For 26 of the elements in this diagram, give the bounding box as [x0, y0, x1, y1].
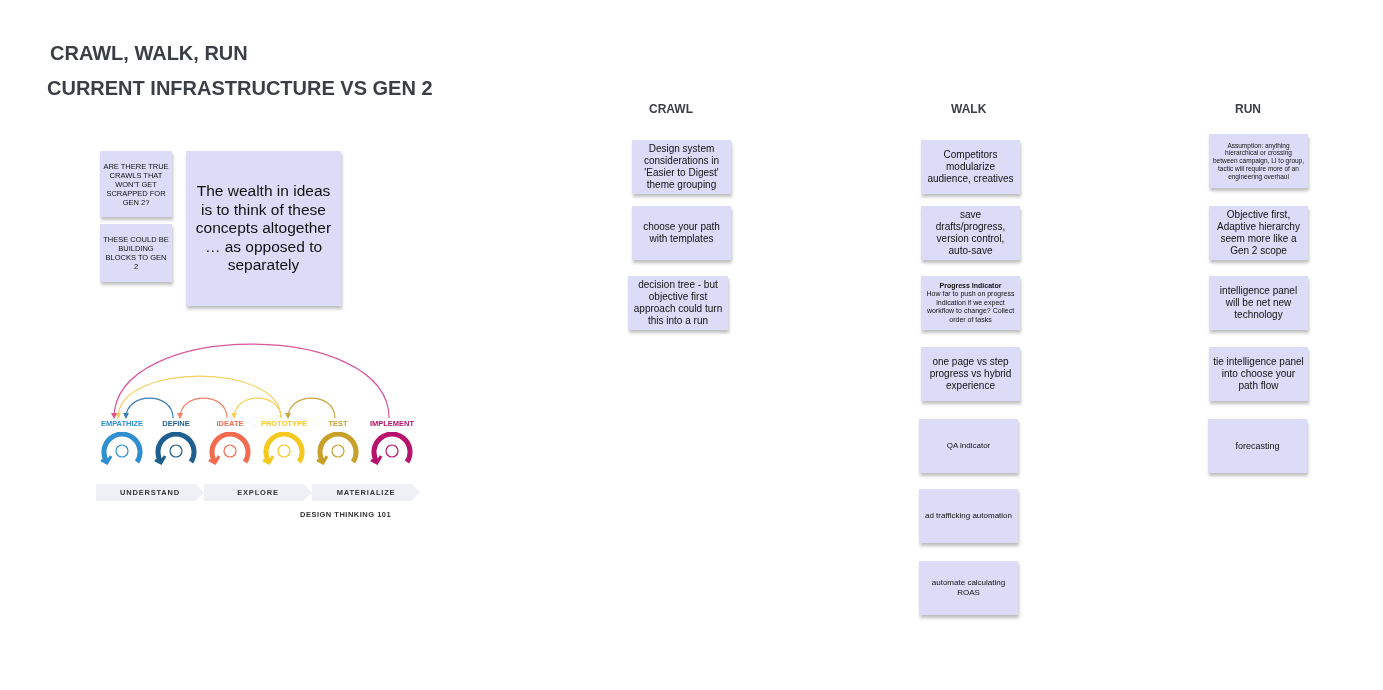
column-heading: WALK	[951, 102, 987, 116]
arrow	[231, 397, 282, 419]
arrow	[285, 397, 336, 419]
sticky-note: QA indicator	[919, 419, 1018, 473]
arrow	[177, 397, 228, 419]
sticky-note: intelligence panel will be net new technology	[1209, 276, 1308, 330]
sticky-note: ad trafficking automation	[919, 489, 1018, 543]
sticky-note	[921, 276, 1020, 330]
sticky-note: Objective first, Adaptive hierarchy seem more like a Gen 2 scope	[1209, 206, 1308, 260]
arrow	[116, 375, 282, 419]
sticky-note: The wealth in ideas is to think of these concepts altogether … as opposed to separately	[186, 151, 341, 306]
arrow	[112, 343, 390, 419]
arrow	[123, 397, 174, 419]
title: CRAWL, WALK, RUN	[50, 42, 248, 65]
sticky-note: choose your path with templates	[632, 206, 731, 260]
page-subtitle: CURRENT INFRASTRUCTURE VS GEN 2	[47, 77, 433, 100]
sticky-note: Design system considerations in 'Easier to Digest' theme grouping	[632, 140, 731, 194]
sticky-note: decision tree - but objective first approach could turn this into a run	[628, 276, 728, 330]
column-heading: RUN	[1235, 102, 1261, 116]
column-heading: CRAWL	[649, 102, 693, 116]
sticky-note: save drafts/progress, version control, auto-save	[921, 206, 1020, 260]
sticky-note: one page vs step progress vs hybrid experience	[921, 347, 1020, 401]
sticky-note: Competitors modularize audience, creatives	[921, 140, 1020, 194]
sticky-note: tie intelligence panel into choose your path flow	[1209, 347, 1308, 401]
sticky-note: automate calculating ROAS	[919, 561, 1018, 615]
sticky-note: forecasting	[1208, 419, 1307, 473]
